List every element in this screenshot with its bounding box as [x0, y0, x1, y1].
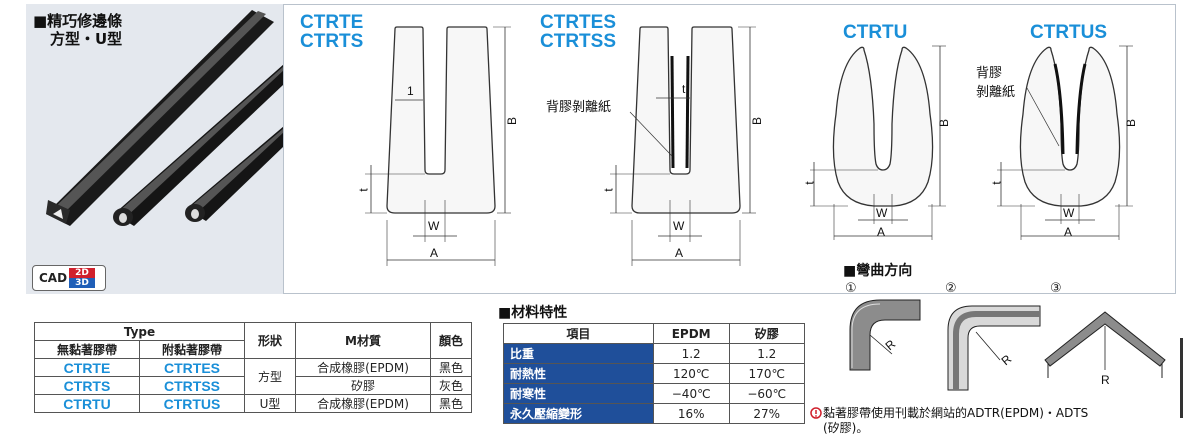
drawing-square-trim-tape	[610, 26, 756, 266]
product-subtitle: 方型・U型	[50, 30, 123, 48]
cad-2d-label: 2D	[69, 268, 95, 278]
cell-color: 灰色	[430, 376, 472, 395]
type-table: Type 形狀 M材質 顏色 無黏著膠帶 附黏著膠帶 CTRTE CTRTES …	[34, 322, 472, 413]
dim-W-label-3: W	[876, 206, 888, 220]
table-row: 比重 1.2 1.2	[503, 343, 805, 364]
cell-with-tape: CTRTUS	[139, 394, 245, 413]
cell-no-tape: CTRTE	[34, 358, 140, 377]
cad-badge[interactable]: CAD 2D 3D	[32, 265, 106, 291]
product-photo	[46, 10, 283, 226]
dim-W-label: W	[428, 219, 440, 233]
bend-mark-3: ③	[1050, 281, 1062, 296]
cell-silicone: −60℃	[728, 383, 805, 404]
th-no-tape: 無黏著膠帶	[34, 340, 140, 359]
cell-shape: U型	[244, 394, 296, 413]
th-type: Type	[34, 322, 245, 341]
cell-silicone: 27%	[728, 403, 805, 424]
product-title: ■精巧修邊條	[33, 12, 123, 30]
cell-with-tape: CTRTES	[139, 358, 245, 377]
table-row: 耐寒性 −40℃ −60℃	[503, 383, 805, 404]
cell-silicone: 170℃	[728, 363, 805, 384]
dim-t-label-3: t	[802, 181, 817, 185]
note-icon	[810, 407, 822, 419]
th-with-tape: 附黏著膠帶	[139, 340, 245, 359]
cell-material: 合成橡膠(EPDM)	[295, 394, 431, 413]
dim-B-label-2: B	[750, 116, 765, 126]
table-row: CTRTS CTRTSS 矽膠 灰色	[34, 376, 472, 395]
cad-label: CAD	[39, 271, 68, 285]
dim-1-label: 1	[407, 84, 414, 98]
table-row: 耐熱性 120℃ 170℃	[503, 363, 805, 384]
th-silicone: 矽膠	[728, 323, 805, 344]
model-ctrtus: CTRTUS	[1030, 22, 1108, 43]
page-edge-marker	[1180, 338, 1183, 418]
cell-item: 耐寒性	[503, 383, 654, 404]
cell-shape: 方型	[244, 358, 296, 395]
dim-t-label-4: t	[989, 181, 1004, 185]
cell-no-tape: CTRTS	[34, 376, 140, 395]
props-table: 項目 EPDM 矽膠 比重 1.2 1.2 耐熱性 120℃ 170℃ 耐寒性 …	[503, 323, 805, 424]
table-row: CTRTE CTRTES 方型 合成橡膠(EPDM) 黑色	[34, 358, 472, 395]
model-ctrtu: CTRTU	[843, 22, 908, 43]
cell-epdm: 120℃	[652, 363, 730, 384]
dim-A-label-2: A	[675, 246, 684, 260]
props-title: ■材料特性	[498, 305, 568, 321]
dim-t-label-2: t	[601, 188, 616, 192]
model-ctrtss: CTRTSS	[540, 31, 616, 52]
tape-callout: 背膠剝離紙	[546, 100, 612, 115]
drawing-square-trim	[365, 26, 511, 266]
th-item: 項目	[503, 323, 654, 344]
dim-t-top-label: t	[682, 82, 686, 96]
model-ctrte: CTRTE	[300, 12, 364, 33]
bend-title: ■彎曲方向	[843, 263, 913, 279]
cell-item: 比重	[503, 343, 654, 364]
dim-B-label-3: B	[937, 118, 952, 128]
note-line1: 黏著膠帶使用刊載於網站的ADTR(EPDM)・ADTS	[823, 406, 1089, 420]
tape-callout-2-line2: 剝離紙	[976, 85, 1016, 100]
cell-color: 黑色	[430, 394, 472, 413]
product-photo-panel	[26, 4, 284, 294]
dim-A-label-4: A	[1064, 225, 1073, 239]
model-ctrts: CTRTS	[300, 31, 364, 52]
cell-color: 黑色	[430, 358, 472, 377]
cell-item: 耐熱性	[503, 363, 654, 384]
drawing-u-trim-tape	[997, 45, 1133, 240]
th-shape: 形狀	[244, 322, 296, 359]
tape-callout-2-line1: 背膠	[976, 66, 1003, 81]
cell-item: 永久壓縮變形	[503, 403, 654, 424]
dim-B-label: B	[505, 116, 520, 126]
th-epdm: EPDM	[652, 323, 730, 344]
cell-silicone: 1.2	[728, 343, 805, 364]
cell-epdm: −40℃	[652, 383, 730, 404]
th-material: M材質	[295, 322, 431, 359]
cell-no-tape: CTRTU	[34, 394, 140, 413]
th-color: 顏色	[430, 322, 472, 359]
cad-3d-label: 3D	[69, 278, 95, 288]
bend-illustrations	[849, 299, 1166, 391]
table-row: CTRTU CTRTUS U型 合成橡膠(EPDM) 黑色	[34, 394, 472, 413]
cell-epdm: 16%	[652, 403, 730, 424]
bend-r-3: R	[1101, 373, 1110, 387]
bend-mark-1: ①	[845, 281, 857, 296]
cell-material: 合成橡膠(EPDM)	[295, 358, 431, 377]
model-ctrtes: CTRTES	[540, 12, 616, 33]
bend-mark-2: ②	[945, 281, 957, 296]
cell-epdm: 1.2	[652, 343, 730, 364]
cell-material: 矽膠	[295, 376, 431, 395]
note-line2: (矽膠)。	[823, 421, 869, 435]
dim-W-label-2: W	[673, 219, 685, 233]
dim-A-label-3: A	[877, 225, 886, 239]
table-row: 永久壓縮變形 16% 27%	[503, 403, 805, 424]
dim-B-label-4: B	[1124, 118, 1139, 128]
dim-A-label: A	[430, 246, 439, 260]
drawing-u-trim	[810, 45, 946, 240]
cell-with-tape: CTRTSS	[139, 376, 245, 395]
dim-t-label: t	[356, 188, 371, 192]
dim-W-label-4: W	[1063, 206, 1075, 220]
